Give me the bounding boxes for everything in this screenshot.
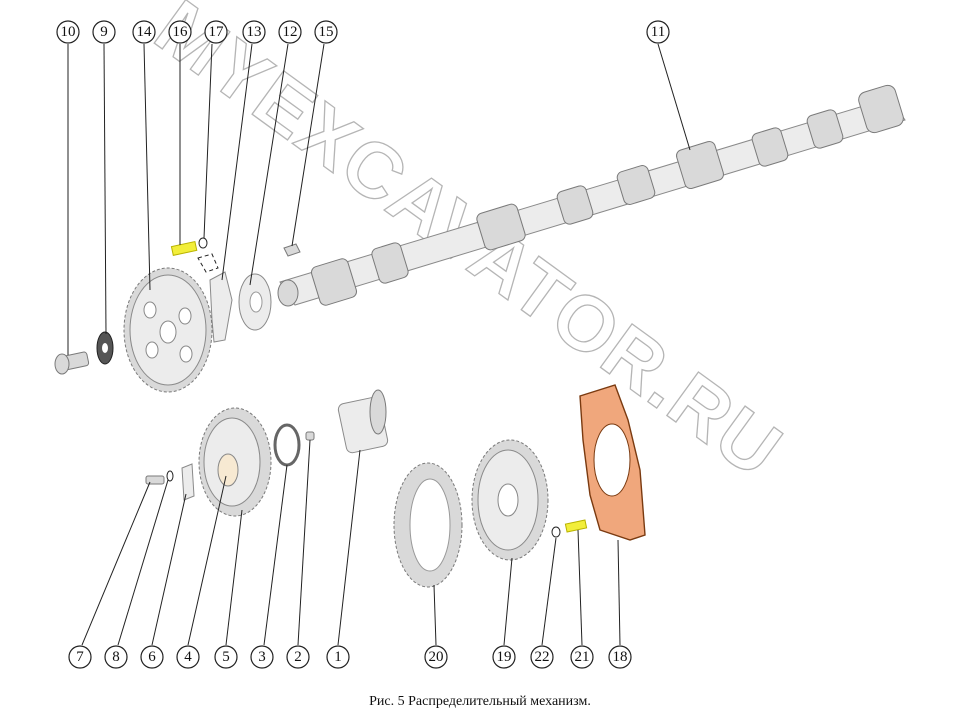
- svg-text:21: 21: [575, 649, 590, 665]
- callout-16: 16: [168, 20, 192, 44]
- svg-text:4: 4: [184, 649, 192, 665]
- svg-text:12: 12: [283, 24, 298, 40]
- callout-9: 9: [92, 20, 116, 44]
- svg-text:14: 14: [137, 24, 153, 40]
- svg-text:9: 9: [100, 24, 108, 40]
- ring: [273, 423, 301, 467]
- svg-text:5: 5: [222, 649, 230, 665]
- callout-15: 15: [314, 20, 338, 44]
- svg-text:19: 19: [497, 649, 512, 665]
- callout-5: 5: [214, 645, 238, 669]
- svg-text:6: 6: [148, 649, 156, 665]
- retainer-plate: [209, 271, 233, 343]
- svg-text:16: 16: [173, 24, 189, 40]
- camshaft: [277, 84, 906, 307]
- thrust-washer: [238, 273, 272, 331]
- callout-8: 8: [104, 645, 128, 669]
- svg-text:11: 11: [651, 24, 665, 40]
- callout-12: 12: [278, 20, 302, 44]
- callout-18: 18: [608, 645, 632, 669]
- callout-3: 3: [250, 645, 274, 669]
- ring-gear: [393, 462, 463, 588]
- gasket-washer: [551, 526, 561, 538]
- callout-10: 10: [56, 20, 80, 44]
- leader-lines: [67, 43, 691, 646]
- callout-21: 21: [570, 645, 594, 669]
- callout-4: 4: [176, 645, 200, 669]
- callout-19: 19: [492, 645, 516, 669]
- lock-washer: [198, 237, 208, 249]
- callout-11: 11: [646, 20, 670, 44]
- callouts-top: 10 9 14 16 17 13 12 15 11: [56, 20, 670, 44]
- svg-text:20: 20: [429, 649, 444, 665]
- callout-2: 2: [286, 645, 310, 669]
- gasket: [579, 384, 646, 541]
- figure-caption: Рис. 5 Распределительный механизм.: [369, 694, 591, 709]
- pin: [305, 431, 315, 441]
- svg-text:2: 2: [294, 649, 302, 665]
- svg-text:18: 18: [613, 649, 628, 665]
- callout-1: 1: [326, 645, 350, 669]
- svg-text:1: 1: [334, 649, 342, 665]
- svg-text:8: 8: [112, 649, 120, 665]
- gear-bolt: [54, 351, 90, 375]
- svg-text:7: 7: [76, 649, 84, 665]
- callout-17: 17: [204, 20, 228, 44]
- svg-text:10: 10: [61, 24, 76, 40]
- drive-gear: [471, 439, 549, 561]
- idler-bolt: [145, 475, 165, 485]
- idler-plate: [181, 463, 195, 501]
- svg-text:15: 15: [319, 24, 334, 40]
- callout-7: 7: [68, 645, 92, 669]
- svg-text:3: 3: [258, 649, 266, 665]
- gasket-bolt: [564, 519, 588, 533]
- svg-text:17: 17: [209, 24, 225, 40]
- idler-gear: [198, 407, 272, 517]
- svg-text:13: 13: [247, 24, 262, 40]
- sleeve: [337, 389, 389, 454]
- callouts-bottom: 7 8 6 4 5 3 2 1 20 19 22 21 18: [68, 645, 632, 669]
- callout-20: 20: [424, 645, 448, 669]
- callout-14: 14: [132, 20, 156, 44]
- callout-6: 6: [140, 645, 164, 669]
- callout-22: 22: [530, 645, 554, 669]
- svg-text:22: 22: [535, 649, 550, 665]
- idler-washer: [166, 470, 174, 482]
- camshaft-gear: [123, 267, 213, 393]
- bolt: [170, 240, 198, 256]
- callout-13: 13: [242, 20, 266, 44]
